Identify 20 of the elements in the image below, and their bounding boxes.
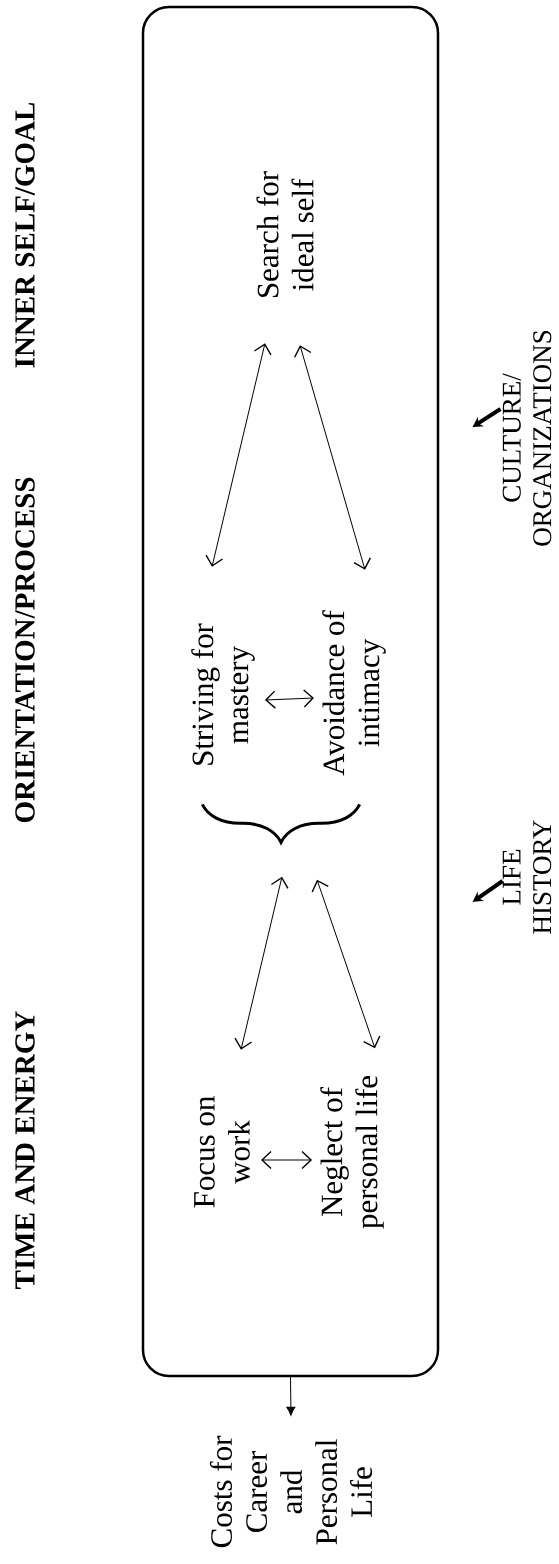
curly-brace	[201, 803, 361, 844]
outcome-text: Costs for Career and Personal Life	[209, 1435, 373, 1548]
column-heading: TIME AND ENERGY	[15, 1011, 35, 1289]
influence-text: CULTURE/ ORGANIZATIONS	[502, 330, 552, 546]
node-text: Striving for mastery	[191, 623, 255, 765]
influence-text: LIFE HISTORY	[502, 820, 552, 934]
node-text: Avoidance of intimacy	[322, 610, 386, 776]
rounded-frame	[141, 5, 440, 1378]
column-heading: ORIENTATION/PROCESS	[15, 477, 35, 823]
double-arrow	[311, 879, 381, 1049]
double-arrow	[264, 689, 315, 709]
double-arrow	[261, 1150, 313, 1170]
column-heading: INNER SELF/GOAL	[15, 102, 35, 368]
arrow	[286, 1376, 296, 1416]
node-text: Neglect of personal life	[320, 1076, 384, 1229]
double-arrow	[205, 343, 272, 567]
double-arrow	[293, 345, 372, 570]
double-arrow	[234, 876, 289, 1050]
node-text: Focus on work	[194, 1096, 250, 1208]
node-text: Search for ideal self	[256, 171, 314, 298]
